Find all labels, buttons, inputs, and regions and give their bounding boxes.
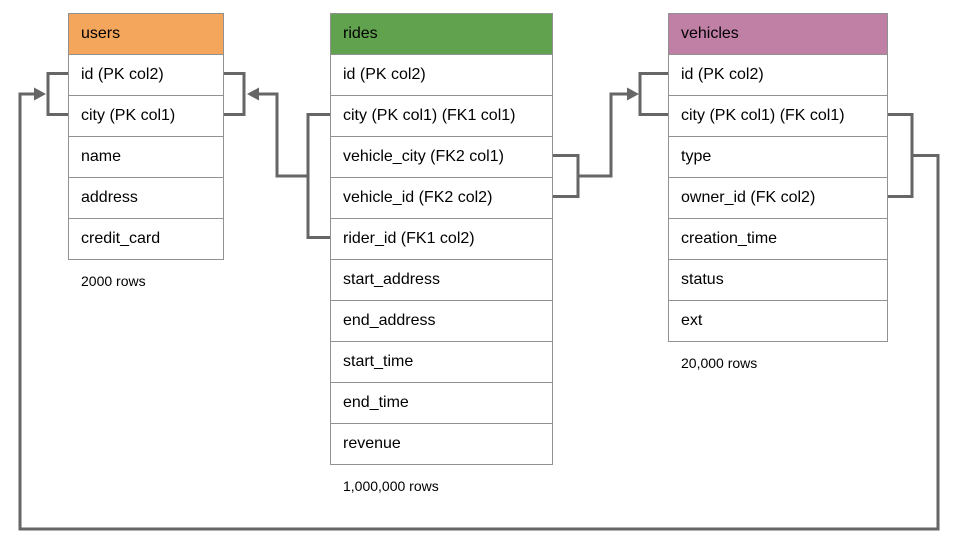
rides-column-vehicle-city: vehicle_city (FK2 col1) <box>331 136 552 177</box>
vehicles-column-ext: ext <box>669 300 887 341</box>
vehicles-fk-users-bracket <box>46 72 68 116</box>
table-users-header: users <box>69 14 223 54</box>
fk1-arrowhead <box>247 87 259 101</box>
vehicles-column-city: city (PK col1) (FK col1) <box>669 95 887 136</box>
table-rides-header: rides <box>331 14 552 54</box>
rides-column-end-address: end_address <box>331 300 552 341</box>
rides-column-start-address: start_address <box>331 259 552 300</box>
users-column-id: id (PK col2) <box>69 54 223 95</box>
table-rides: rides id (PK col2) city (PK col1) (FK1 c… <box>330 13 553 494</box>
table-rides-box: rides id (PK col2) city (PK col1) (FK1 c… <box>330 13 553 465</box>
rides-column-rider-id: rider_id (FK1 col2) <box>331 218 552 259</box>
table-vehicles-header: vehicles <box>669 14 887 54</box>
fk1-connector-line <box>258 92 308 178</box>
rides-column-revenue: revenue <box>331 423 552 464</box>
fk1-users-bracket <box>222 72 246 116</box>
table-vehicles-box: vehicles id (PK col2) city (PK col1) (FK… <box>668 13 888 342</box>
fk2-connector-line <box>578 92 627 178</box>
vehicles-fk-arrowhead <box>34 87 46 101</box>
vehicles-fk-connector-line <box>18 92 940 531</box>
vehicles-column-creation-time: creation_time <box>669 218 887 259</box>
fk1-rides-bracket <box>306 113 330 239</box>
vehicles-fk-bracket <box>886 113 914 198</box>
fk2-rides-bracket <box>551 154 580 198</box>
users-row-count: 2000 rows <box>81 273 146 289</box>
rides-column-id: id (PK col2) <box>331 54 552 95</box>
vehicles-row-count: 20,000 rows <box>681 355 758 371</box>
users-column-credit-card: credit_card <box>69 218 223 259</box>
rides-column-vehicle-id: vehicle_id (FK2 col2) <box>331 177 552 218</box>
vehicles-column-owner-id: owner_id (FK col2) <box>669 177 887 218</box>
vehicles-column-status: status <box>669 259 887 300</box>
rides-column-end-time: end_time <box>331 382 552 423</box>
table-vehicles: vehicles id (PK col2) city (PK col1) (FK… <box>668 13 888 371</box>
vehicles-column-type: type <box>669 136 887 177</box>
fk2-vehicles-bracket <box>638 72 668 116</box>
rides-row-count: 1,000,000 rows <box>343 478 439 494</box>
users-column-name: name <box>69 136 223 177</box>
users-column-address: address <box>69 177 223 218</box>
table-users-box: users id (PK col2) city (PK col1) name a… <box>68 13 224 260</box>
rides-column-city: city (PK col1) (FK1 col1) <box>331 95 552 136</box>
vehicles-column-id: id (PK col2) <box>669 54 887 95</box>
fk2-arrowhead <box>627 87 639 101</box>
rides-column-start-time: start_time <box>331 341 552 382</box>
users-column-city: city (PK col1) <box>69 95 223 136</box>
table-users: users id (PK col2) city (PK col1) name a… <box>68 13 224 289</box>
